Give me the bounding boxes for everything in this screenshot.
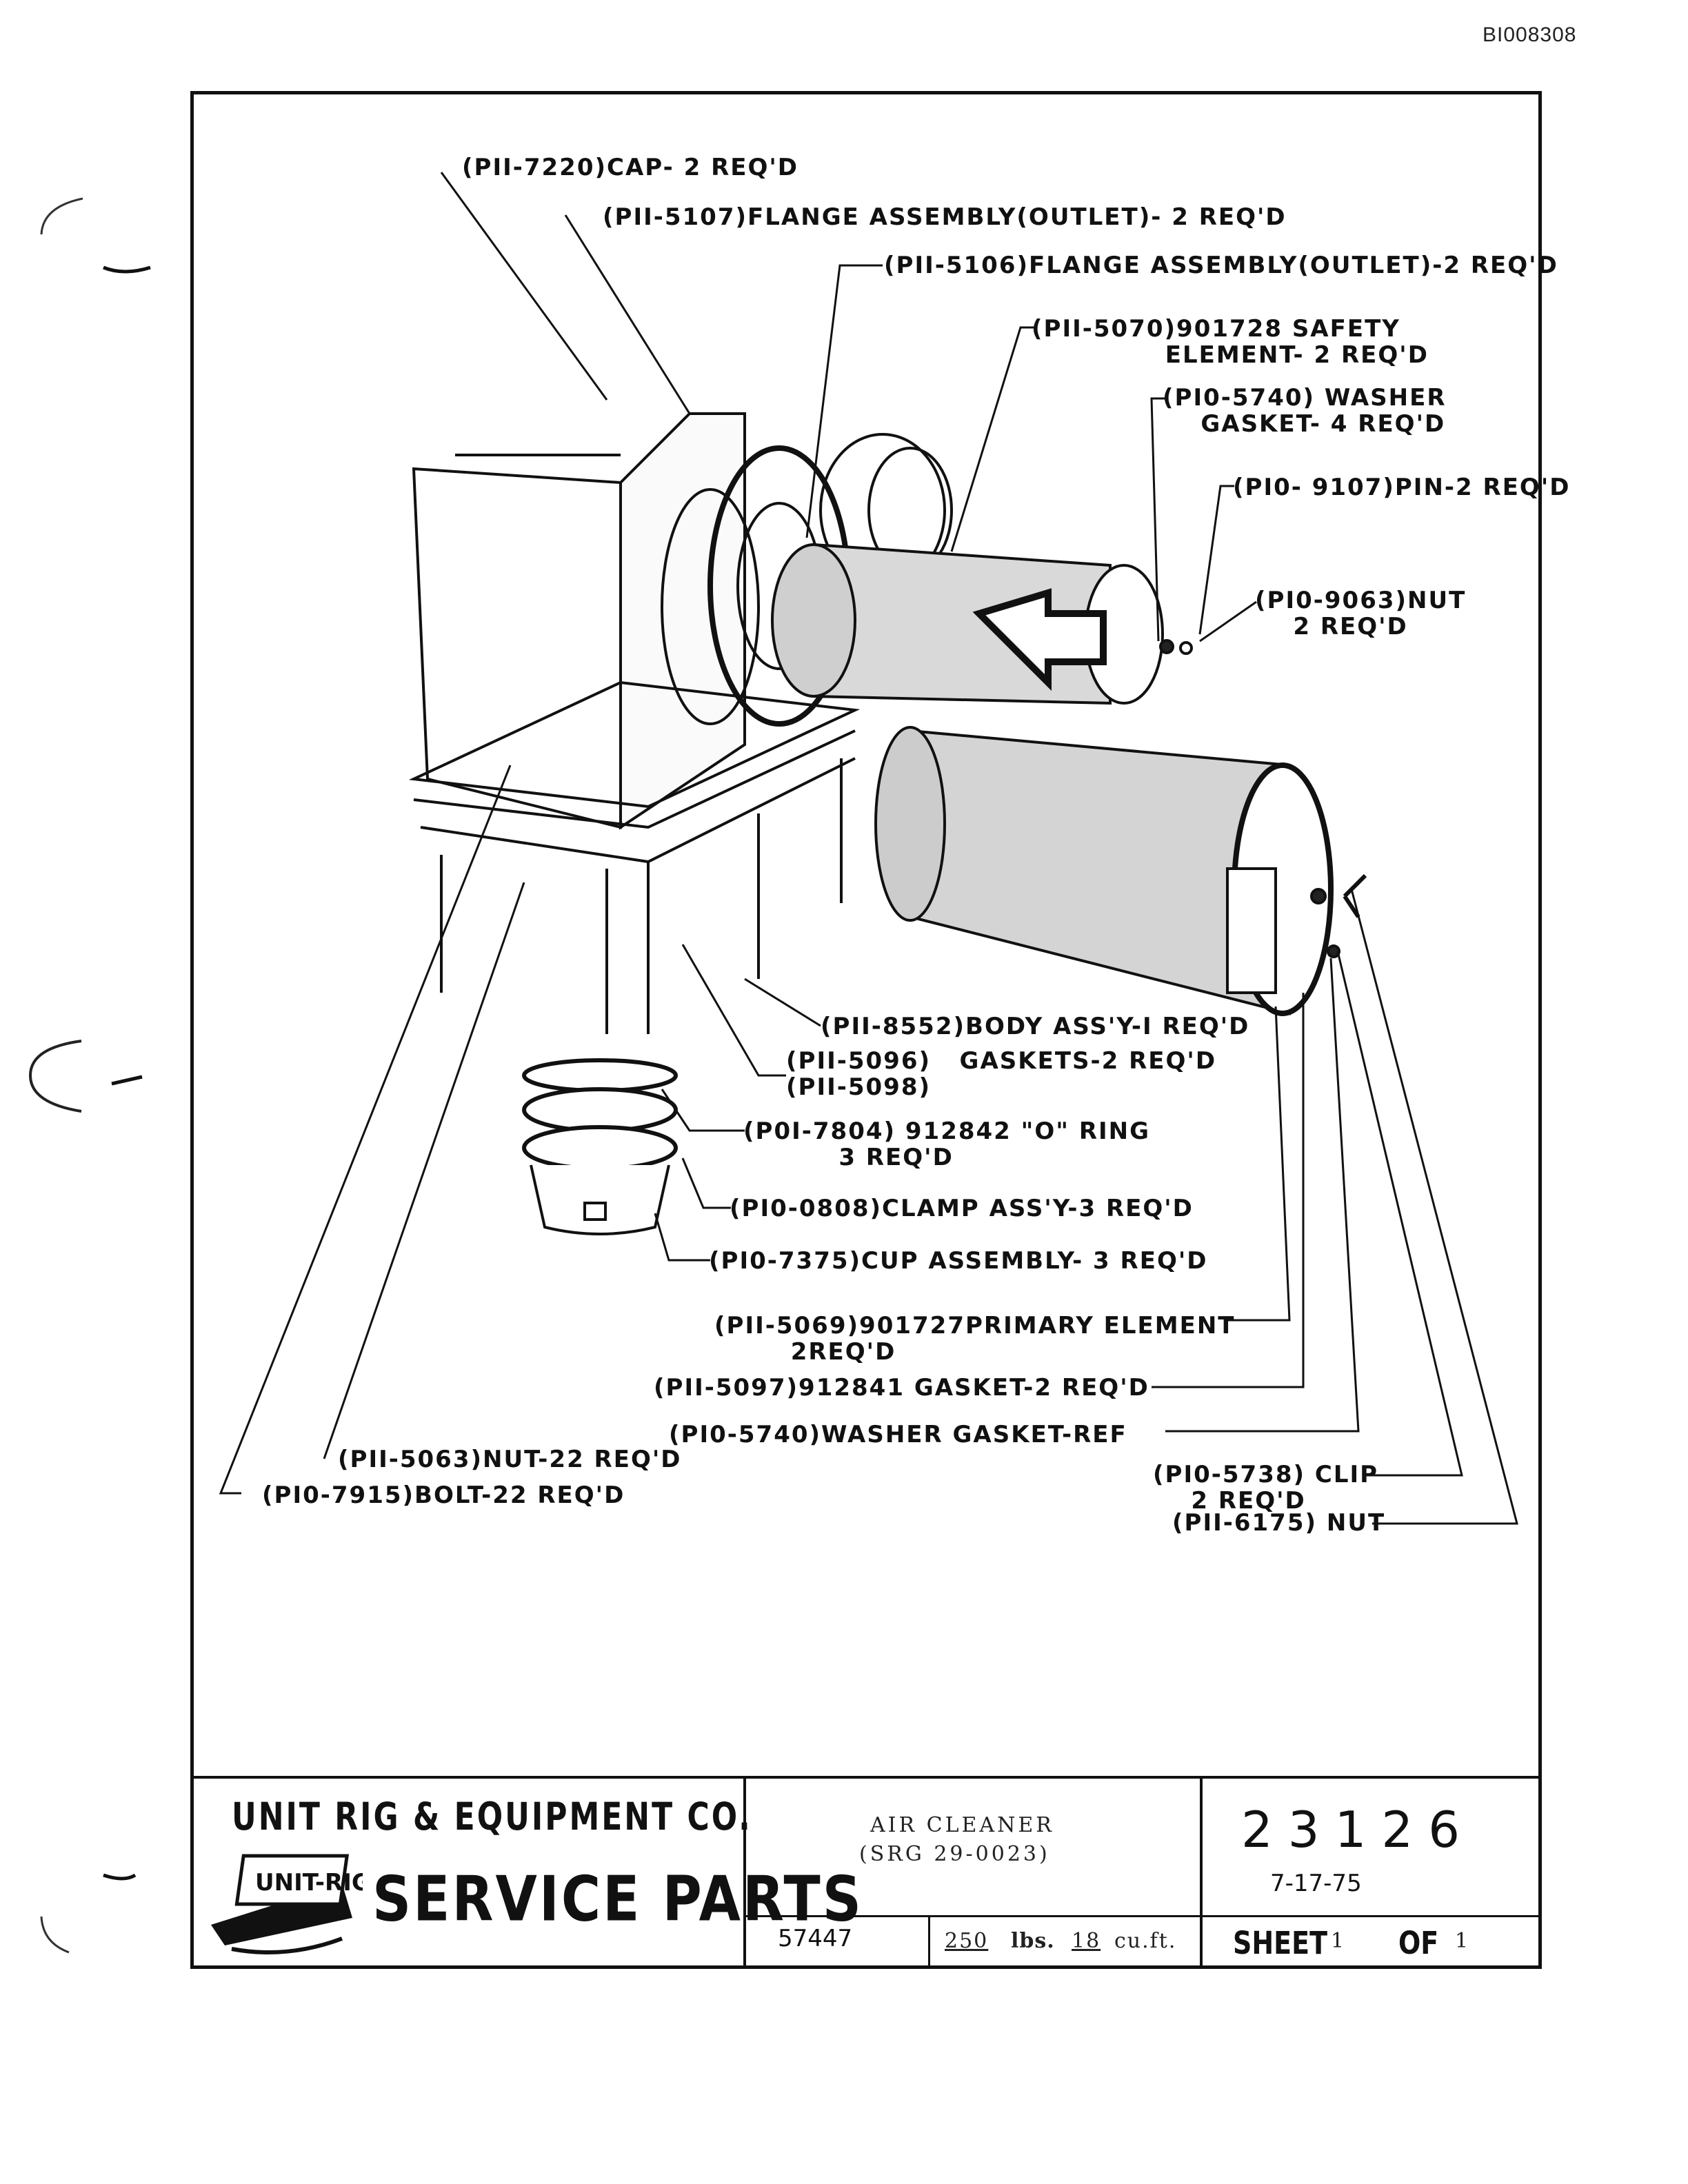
title-block-divider-2 bbox=[1200, 1776, 1203, 1969]
callout-primary-element: (PII-5069)901727PRIMARY ELEMENT 2REQ'D bbox=[714, 1312, 1236, 1366]
title-block bbox=[190, 1776, 1542, 1969]
callout-bolt: (PI0-7915)BOLT-22 REQ'D bbox=[262, 1482, 625, 1509]
callout-safety-element: (PII-5070)901728 SAFETY ELEMENT- 2 REQ'D bbox=[1032, 315, 1429, 369]
callout-washer-gasket: (PI0-5740) WASHER GASKET- 4 REQ'D bbox=[1163, 384, 1447, 438]
callout-flange-5106: (PII-5106)FLANGE ASSEMBLY(OUTLET)-2 REQ'… bbox=[884, 252, 1558, 279]
title-block-row-divider bbox=[743, 1915, 1542, 1917]
callout-cap: (PII-7220)CAP- 2 REQ'D bbox=[462, 154, 799, 181]
volume-unit: cu.ft. bbox=[1114, 1929, 1177, 1953]
of-label: OF bbox=[1398, 1925, 1439, 1961]
drawing-frame bbox=[190, 91, 1542, 1969]
callout-gasket-5097: (PII-5097)912841 GASKET-2 REQ'D bbox=[654, 1374, 1149, 1402]
part-number: 57447 bbox=[778, 1925, 853, 1952]
drawing-date: 7-17-75 bbox=[1270, 1870, 1362, 1897]
callout-gaskets: (PII-5096) GASKETS-2 REQ'D (PII-5098) bbox=[786, 1047, 1217, 1101]
callout-body-assy: (PII-8552)BODY ASS'Y-I REQ'D bbox=[821, 1013, 1250, 1040]
weight-value: 250 bbox=[945, 1929, 989, 1953]
callout-flange-5107: (PII-5107)FLANGE ASSEMBLY(OUTLET)- 2 REQ… bbox=[603, 203, 1287, 231]
callout-nut-9063: (PI0-9063)NUT 2 REQ'D bbox=[1255, 587, 1467, 640]
service-parts-heading: SERVICE PARTS bbox=[372, 1864, 863, 1936]
small-hardware bbox=[1159, 639, 1367, 958]
callout-clip: (PI0-5738) CLIP 2 REQ'D bbox=[1153, 1461, 1379, 1515]
weight-unit: lbs. bbox=[1011, 1929, 1055, 1953]
logo-text: UNIT-RIG bbox=[255, 1869, 363, 1897]
callout-cup-assembly: (PI0-7375)CUP ASSEMBLY- 3 REQ'D bbox=[709, 1247, 1208, 1275]
callout-pin: (PI0- 9107)PIN-2 REQ'D bbox=[1233, 474, 1571, 501]
sheet-total: 1 bbox=[1455, 1929, 1471, 1953]
callout-nut-5063: (PII-5063)NUT-22 REQ'D bbox=[338, 1446, 682, 1473]
title-block-divider-1 bbox=[743, 1776, 746, 1969]
cup-assembly bbox=[522, 1058, 678, 1235]
callout-clamp-assy: (PI0-0808)CLAMP ASS'Y-3 REQ'D bbox=[730, 1195, 1194, 1222]
sheet-label: SHEET bbox=[1233, 1925, 1328, 1961]
volume-value: 18 bbox=[1072, 1929, 1101, 1953]
company-logo: UNIT-RIG bbox=[211, 1854, 363, 1954]
company-name: UNIT RIG & EQUIPMENT CO. bbox=[232, 1795, 752, 1839]
primary-element bbox=[874, 726, 1334, 1016]
title-block-cell-divider bbox=[928, 1915, 930, 1969]
drawing-title: AIR CLEANER bbox=[870, 1813, 1054, 1837]
document-id: BI008308 bbox=[1483, 23, 1577, 46]
drawing-number: 23126 bbox=[1241, 1801, 1476, 1859]
callout-o-ring: (P0I-7804) 912842 "O" RING 3 REQ'D bbox=[743, 1118, 1151, 1171]
body-housing bbox=[408, 412, 953, 1034]
leader-lines bbox=[219, 172, 1518, 1525]
sheet-number: 1 bbox=[1331, 1929, 1347, 1953]
safety-element bbox=[771, 543, 1164, 705]
drawing-subtitle: (SRG 29-0023) bbox=[859, 1842, 1050, 1866]
callout-washer-gasket-ref: (PI0-5740)WASHER GASKET-REF bbox=[669, 1421, 1127, 1448]
callout-nut-6175: (PII-6175) NUT bbox=[1172, 1509, 1386, 1537]
